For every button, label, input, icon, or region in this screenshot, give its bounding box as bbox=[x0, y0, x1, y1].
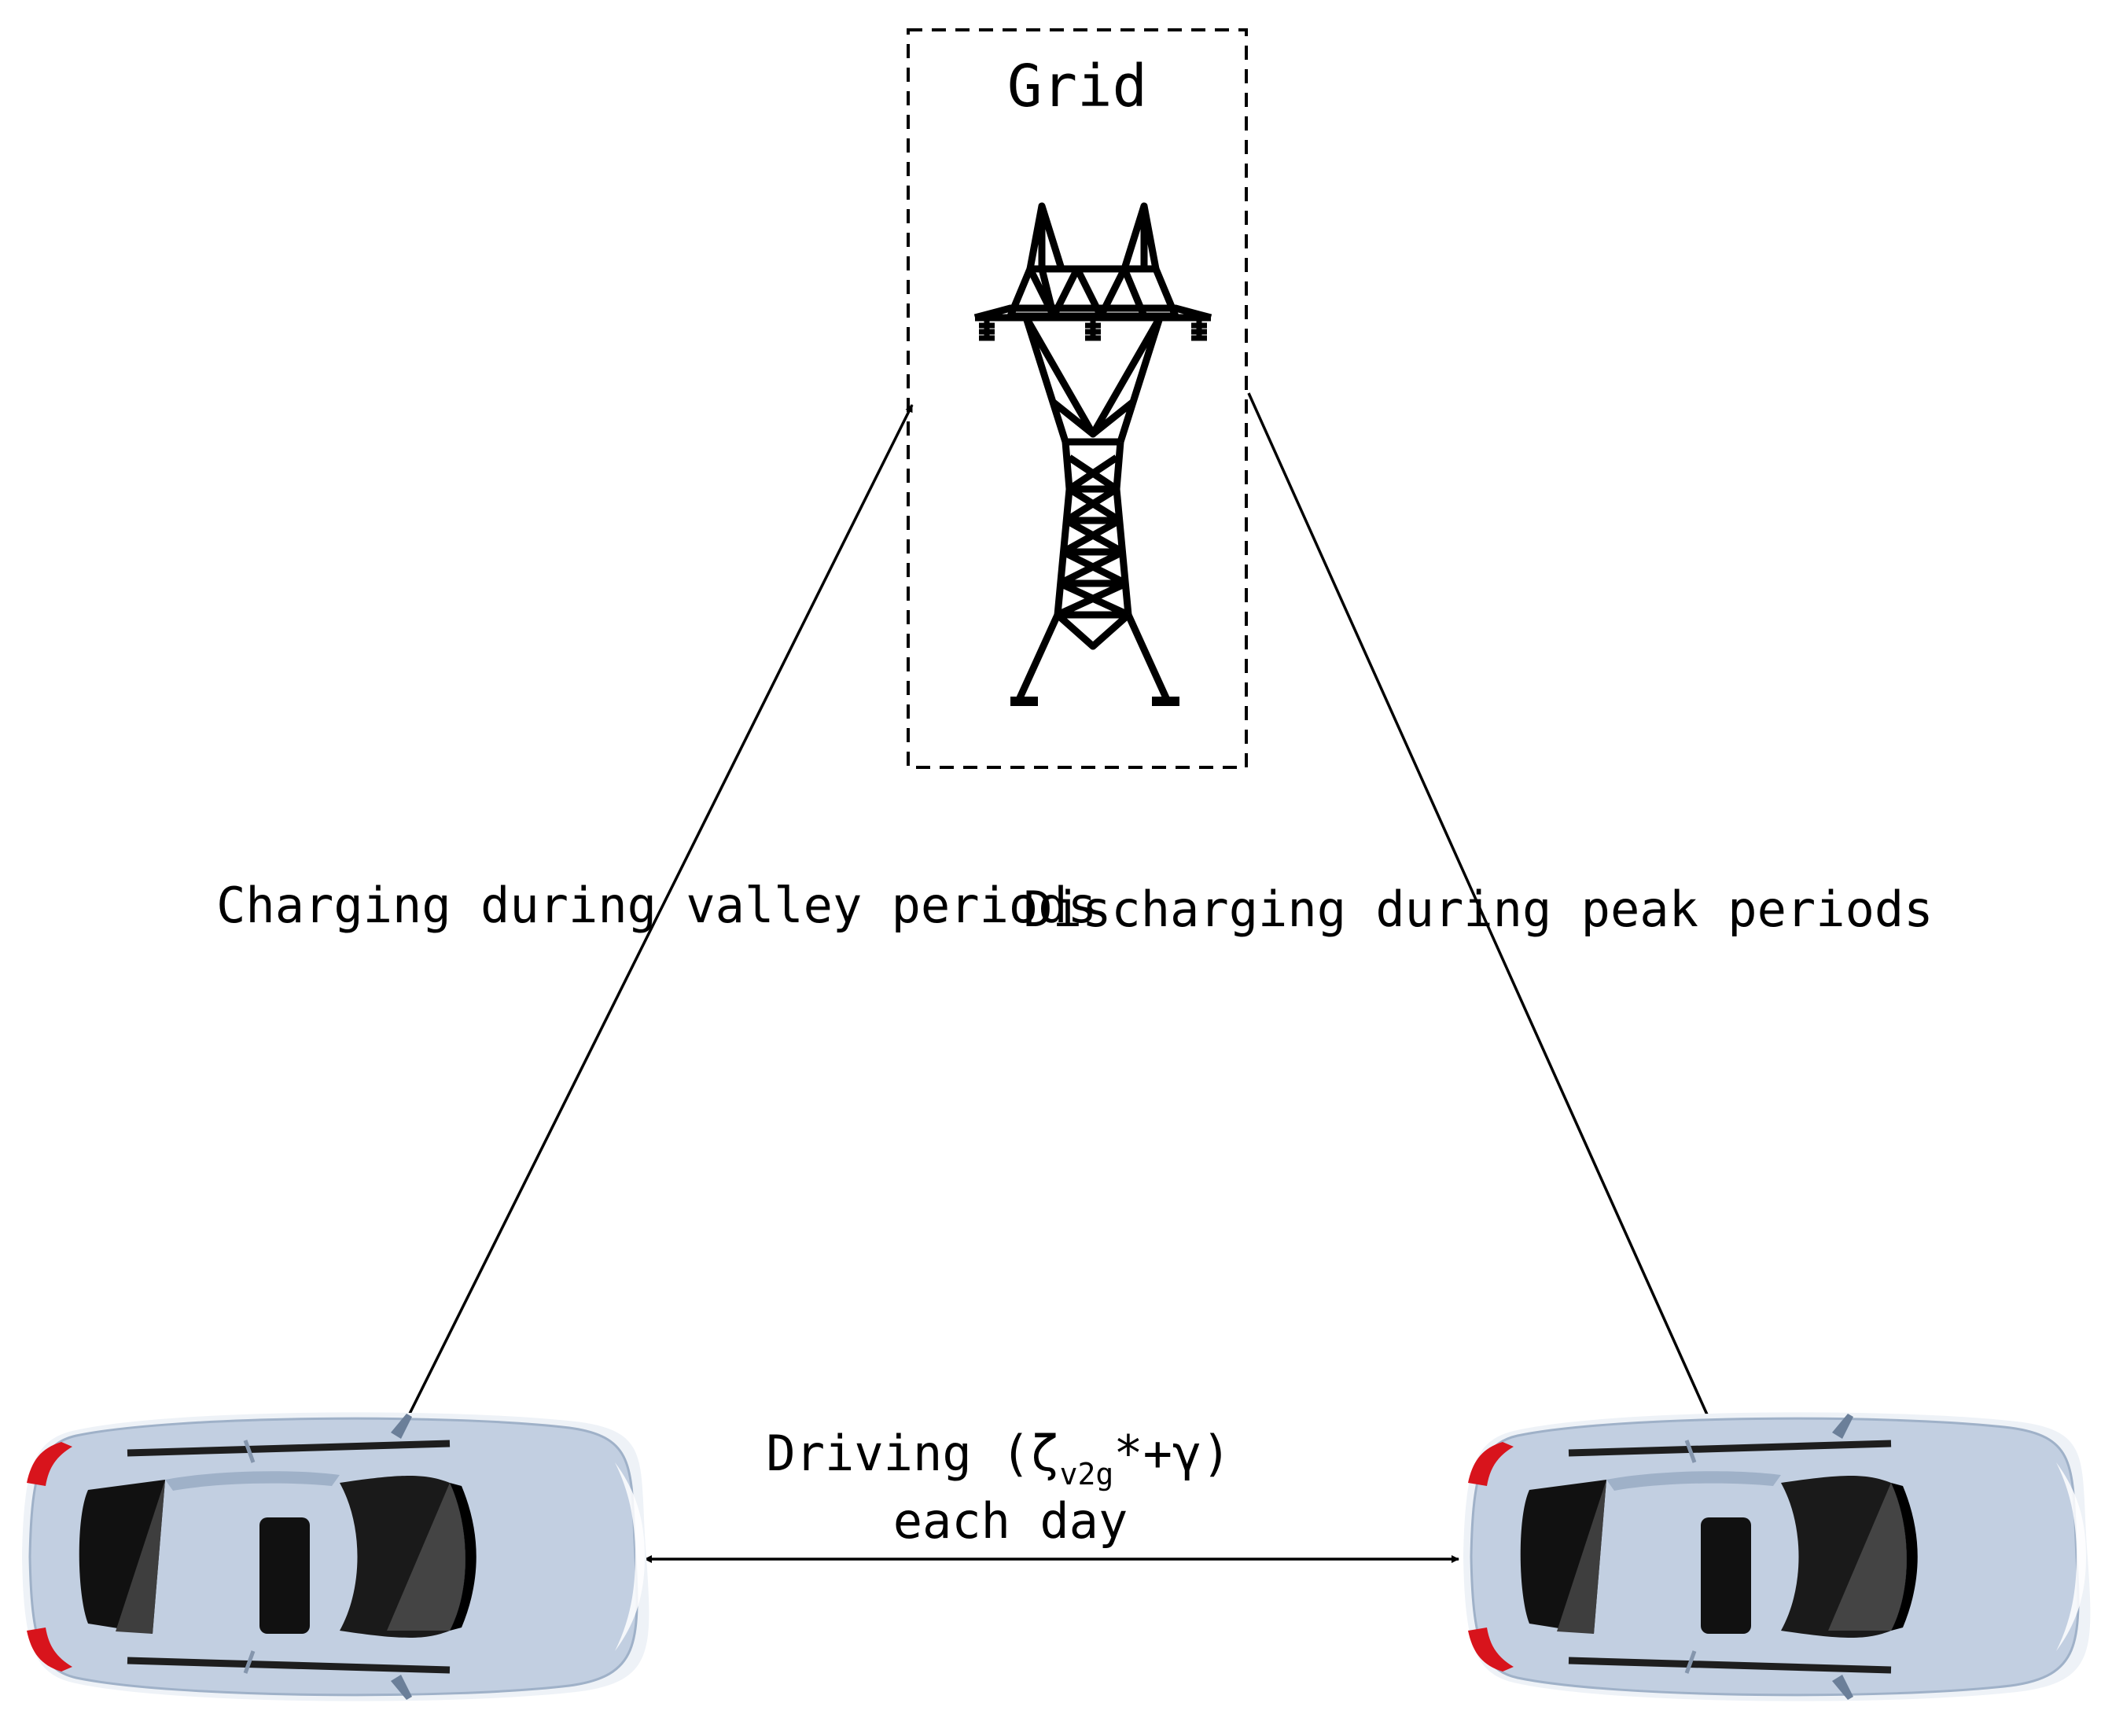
driving-subscript: v2g bbox=[1060, 1457, 1114, 1491]
discharging-arrow bbox=[1247, 392, 1712, 1422]
driving-suffix: *+γ) bbox=[1113, 1425, 1231, 1482]
car-right-icon bbox=[1463, 1412, 2090, 1701]
car-left-icon bbox=[22, 1412, 649, 1701]
grid-title: Grid bbox=[1007, 53, 1147, 120]
discharging-label: Discharging during peak periods bbox=[1023, 881, 1933, 938]
transmission-tower-icon bbox=[975, 206, 1211, 701]
grid-box bbox=[907, 28, 1248, 769]
driving-label: Driving (ζv2g*+γ) bbox=[766, 1425, 1231, 1491]
charging-label: Charging during valley periods bbox=[216, 877, 1097, 934]
driving-prefix: Driving ( bbox=[766, 1425, 1030, 1482]
driving-label-line2: each day bbox=[893, 1492, 1128, 1550]
charging-arrow bbox=[403, 404, 914, 1424]
driving-zeta: ζ bbox=[1030, 1425, 1059, 1482]
